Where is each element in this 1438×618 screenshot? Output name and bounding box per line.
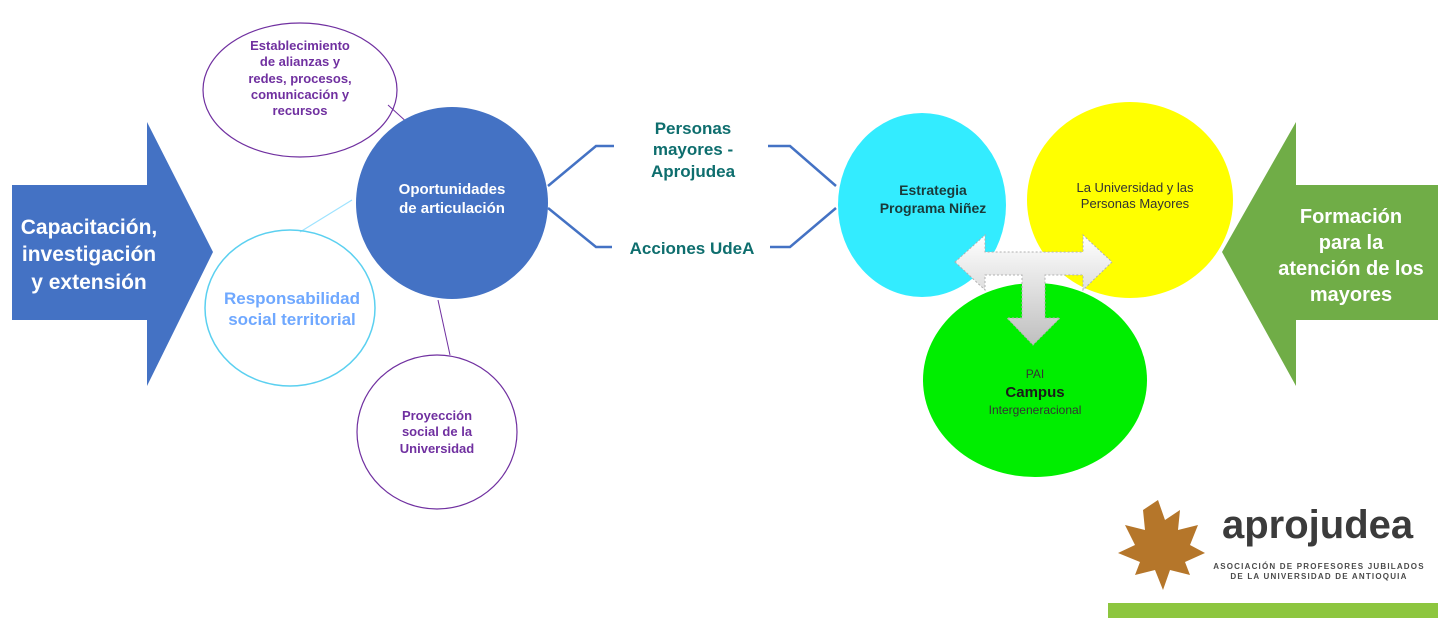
- projection-circle: [356, 354, 518, 510]
- logo-accent-bar: [1108, 603, 1438, 618]
- alliances-circle: [202, 22, 398, 158]
- branch-bottom-label: Acciones UdeA: [629, 239, 755, 258]
- bracket-left: [547, 144, 614, 187]
- projection-label: Proyección social de la Universidad: [399, 408, 475, 456]
- bracket-right-low: [770, 207, 837, 249]
- connector-projection: [437, 299, 451, 356]
- hub-label: Oportunidades de articulación: [398, 181, 506, 217]
- cross-arrow-shape: [954, 233, 1113, 346]
- bracket-left-low: [547, 207, 612, 249]
- responsibility-label: Responsabilidad social territorial: [223, 289, 361, 330]
- yellow-circle: [1027, 102, 1233, 298]
- responsibility-circle: [204, 229, 376, 387]
- left-arrow-label: Capacitación, investigación y extensión: [20, 216, 158, 294]
- hub-circle: [356, 107, 548, 299]
- green-circle-line1: PAI: [1025, 367, 1045, 381]
- right-arrow-shape: [1222, 122, 1438, 386]
- alliances-label: Establecimiento de alianzas y redes, pro…: [248, 38, 352, 118]
- maple-leaf-icon: [1118, 500, 1205, 590]
- bracket-right: [768, 144, 837, 187]
- green-circle-line3: Intergeneracional: [988, 403, 1082, 417]
- left-arrow-shape: [12, 122, 213, 386]
- green-circle-line2: Campus: [1005, 384, 1065, 401]
- cyan-circle-label: Estrategia Programa Niñez: [879, 182, 987, 216]
- yellow-circle-label: La Universidad y las Personas Mayores: [1076, 180, 1194, 212]
- logo-subtitle: ASOCIACIÓN DE PROFESORES JUBILADOS DE LA…: [1213, 562, 1425, 581]
- logo-brand: aprojudea: [1222, 503, 1414, 547]
- cyan-circle: [838, 113, 1006, 297]
- right-arrow-label: Formación para la atención de los mayore…: [1278, 206, 1424, 306]
- branch-top-label: Personas mayores - Aprojudea: [650, 119, 736, 181]
- green-circle: [923, 283, 1147, 477]
- connector-responsibility: [299, 199, 353, 233]
